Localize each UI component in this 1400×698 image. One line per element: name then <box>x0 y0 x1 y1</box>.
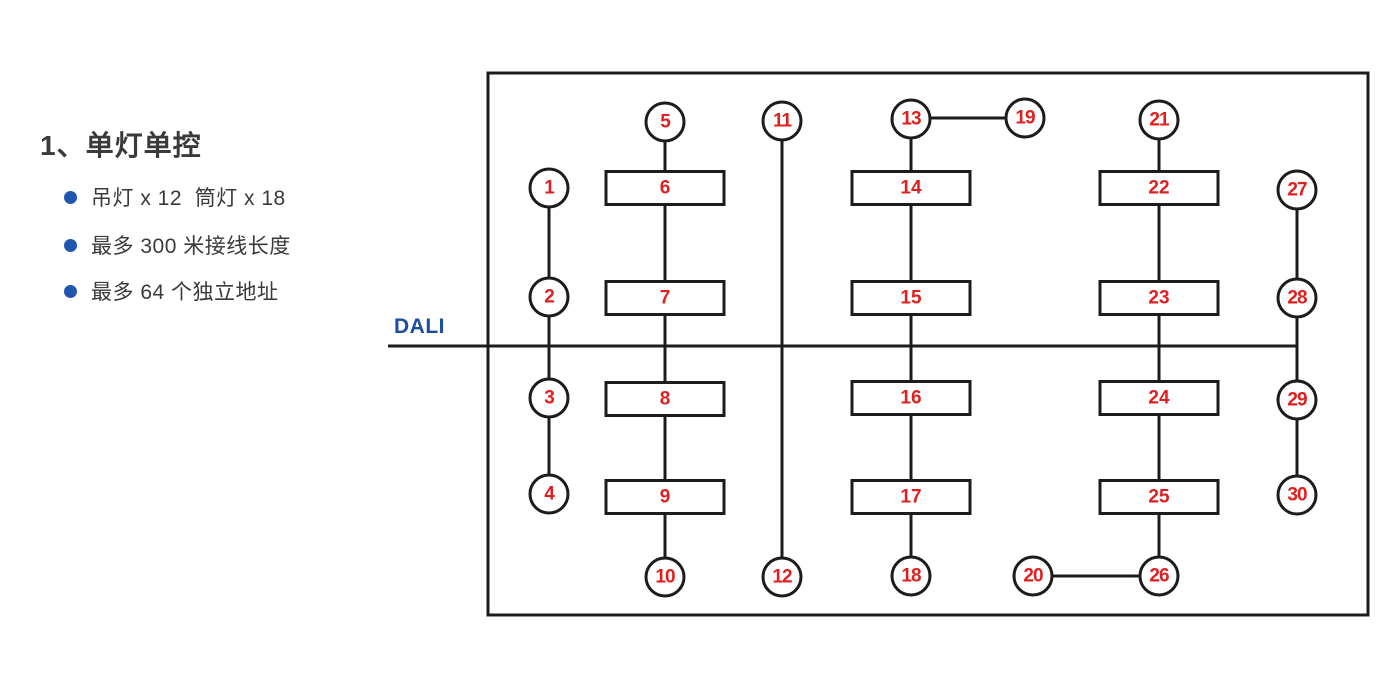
node-circle-5 <box>644 101 686 143</box>
node-label-9: 9 <box>660 487 671 508</box>
bullet-dot-icon <box>64 238 77 252</box>
node-circle-1 <box>528 167 570 209</box>
node-circle-19 <box>1004 97 1046 139</box>
bullet-item-max-wire-length: 最多 300 米接线长度 <box>64 233 291 258</box>
node-rect-22 <box>1098 170 1220 206</box>
node-label-5: 5 <box>660 112 671 133</box>
node-circle-27 <box>1276 169 1318 211</box>
node-circle-29 <box>1276 379 1318 421</box>
node-rect-7 <box>604 280 726 316</box>
node-label-20: 20 <box>1023 566 1043 587</box>
node-label-16: 16 <box>900 388 921 409</box>
diagram-frame <box>486 71 1370 617</box>
node-rect-15 <box>850 280 972 316</box>
node-rect-6 <box>604 170 726 206</box>
node-label-18: 18 <box>901 566 921 587</box>
bullet-text: 最多 64 个独立地址 <box>91 281 279 304</box>
node-label-29: 29 <box>1287 390 1307 411</box>
node-label-11: 11 <box>773 111 793 132</box>
node-rect-24 <box>1098 380 1220 416</box>
node-circle-26 <box>1138 555 1180 597</box>
node-circle-4 <box>528 473 570 515</box>
node-label-27: 27 <box>1287 180 1307 201</box>
node-rect-16 <box>850 380 972 416</box>
node-circle-12 <box>761 556 803 598</box>
node-label-2: 2 <box>544 287 554 308</box>
node-label-24: 24 <box>1148 388 1170 409</box>
node-rect-8 <box>604 381 726 417</box>
node-circle-21 <box>1138 99 1180 141</box>
node-label-1: 1 <box>544 178 555 199</box>
node-circle-10 <box>644 556 686 598</box>
node-rect-9 <box>604 479 726 515</box>
bullet-item-max-addresses: 最多 64 个独立地址 <box>64 279 279 304</box>
node-label-4: 4 <box>544 484 555 505</box>
node-circle-3 <box>528 377 570 419</box>
node-rect-25 <box>1098 479 1220 515</box>
bullet-text: 最多 300 米接线长度 <box>91 235 291 258</box>
node-label-14: 14 <box>900 178 922 199</box>
node-circle-13 <box>890 98 932 140</box>
node-label-26: 26 <box>1149 566 1169 587</box>
node-label-7: 7 <box>660 288 671 309</box>
node-label-3: 3 <box>544 388 554 409</box>
node-circle-20 <box>1012 555 1054 597</box>
node-circle-2 <box>528 276 570 318</box>
node-label-25: 25 <box>1148 487 1170 508</box>
node-label-12: 12 <box>772 567 792 588</box>
node-label-21: 21 <box>1149 110 1170 131</box>
node-label-10: 10 <box>655 567 675 588</box>
node-circle-18 <box>890 555 932 597</box>
node-label-22: 22 <box>1148 178 1169 199</box>
bullet-dot-icon <box>64 190 77 204</box>
node-label-17: 17 <box>900 487 921 508</box>
node-rect-23 <box>1098 280 1220 316</box>
node-label-19: 19 <box>1015 108 1035 129</box>
node-label-23: 23 <box>1148 288 1169 309</box>
bullet-text: 吊灯 x 12 筒灯 x 18 <box>91 187 286 210</box>
node-circle-11 <box>761 100 803 142</box>
node-label-28: 28 <box>1287 288 1307 309</box>
node-rect-17 <box>850 479 972 515</box>
node-circle-28 <box>1276 277 1318 319</box>
node-rect-14 <box>850 170 972 206</box>
bullet-dot-icon <box>64 284 77 298</box>
node-label-6: 6 <box>660 178 671 199</box>
page-title: 1、单灯单控 <box>40 130 202 161</box>
dali-bus-label: DALI <box>394 315 445 338</box>
bullet-item-lamp-counts: 吊灯 x 12 筒灯 x 18 <box>64 185 286 210</box>
node-label-30: 30 <box>1287 485 1307 506</box>
node-label-13: 13 <box>901 109 921 130</box>
node-label-8: 8 <box>660 389 671 410</box>
node-label-15: 15 <box>900 288 922 309</box>
node-circle-30 <box>1276 474 1318 516</box>
